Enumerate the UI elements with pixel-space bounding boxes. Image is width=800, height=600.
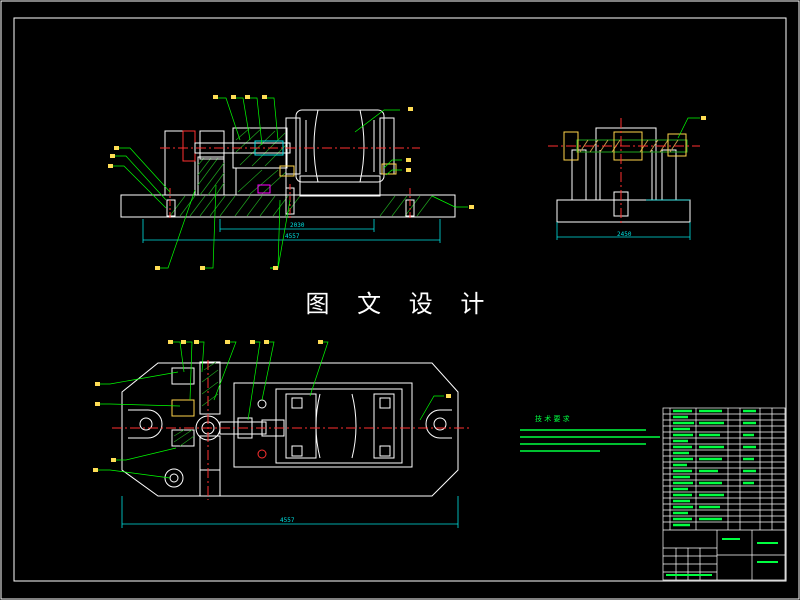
- side-dim-1: 2450: [617, 231, 632, 238]
- plan-dimensions: [121, 496, 459, 528]
- plan-callouts: [93, 340, 451, 472]
- front-dimensions: [142, 219, 441, 243]
- front-callouts: [108, 95, 474, 270]
- notes-title: 技 术 要 求: [535, 414, 570, 423]
- title-block-fill: [666, 538, 778, 576]
- base-hatch: [169, 195, 433, 217]
- side-leaders: [677, 117, 700, 139]
- plan-view: [112, 360, 470, 500]
- side-view: [548, 118, 700, 224]
- plan-dim-1: 4557: [280, 517, 295, 524]
- front-leaders: [112, 97, 468, 269]
- front-dim-2: 4557: [285, 233, 300, 240]
- front-dim-1: 2030: [290, 222, 305, 229]
- bom-text-fill: [673, 409, 756, 527]
- watermark-text: 图 文 设 计: [305, 290, 495, 318]
- inner-frame: [13, 17, 787, 582]
- side-callout: [701, 116, 706, 120]
- bom-table: [662, 407, 786, 581]
- cylinder: [295, 109, 385, 183]
- notes-lines: [520, 429, 660, 452]
- front-view: [120, 109, 456, 220]
- hatched-column: [197, 156, 225, 196]
- side-dimensions: [556, 199, 691, 240]
